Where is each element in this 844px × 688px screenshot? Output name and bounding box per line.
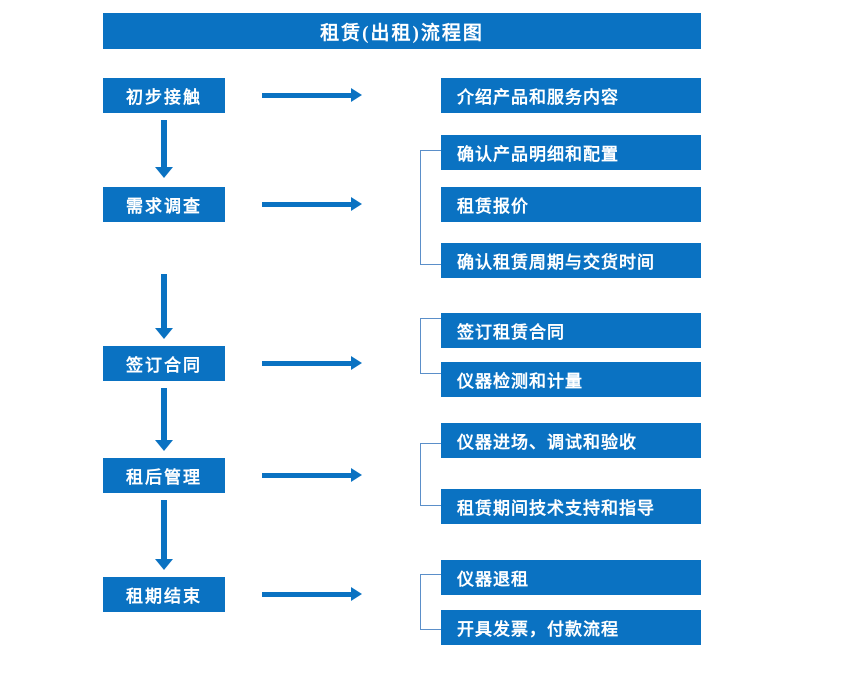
bracket-needs-survey-group	[420, 150, 441, 265]
detail-box-instrument-inspection-metering[interactable]: 仪器检测和计量	[441, 362, 701, 397]
bracket-sign-contract-group	[420, 318, 441, 374]
detail-box-confirm-rental-period-delivery[interactable]: 确认租赁周期与交货时间	[441, 243, 701, 278]
stage-box-post-rental-management[interactable]: 租后管理	[103, 458, 225, 493]
detail-box-confirm-product-spec[interactable]: 确认产品明细和配置	[441, 135, 701, 170]
stage-box-sign-contract[interactable]: 签订合同	[103, 346, 225, 381]
detail-box-technical-support-during-rental[interactable]: 租赁期间技术支持和指导	[441, 489, 701, 524]
detail-box-sign-rental-contract[interactable]: 签订租赁合同	[441, 313, 701, 348]
detail-box-introduce-products-services[interactable]: 介绍产品和服务内容	[441, 78, 701, 113]
horizontal-arrow-sign-contract	[262, 356, 362, 370]
stage-box-needs-survey[interactable]: 需求调查	[103, 187, 225, 222]
bracket-lease-end-group	[420, 574, 441, 630]
horizontal-arrow-needs-survey	[262, 197, 362, 211]
vertical-arrow-management-to-lease-end	[155, 500, 173, 570]
detail-box-invoice-payment-process[interactable]: 开具发票，付款流程	[441, 610, 701, 645]
horizontal-arrow-post-rental-management	[262, 468, 362, 482]
stage-box-lease-end[interactable]: 租期结束	[103, 577, 225, 612]
horizontal-arrow-lease-end	[262, 587, 362, 601]
diagram-title-banner: 租赁(出租)流程图	[103, 13, 701, 49]
vertical-arrow-contract-to-management	[155, 388, 173, 451]
stage-box-initial-contact[interactable]: 初步接触	[103, 78, 225, 113]
horizontal-arrow-initial-contact	[262, 88, 362, 102]
detail-box-instrument-return[interactable]: 仪器退租	[441, 560, 701, 595]
vertical-arrow-survey-to-contract	[155, 274, 173, 339]
detail-box-rental-quotation[interactable]: 租赁报价	[441, 187, 701, 222]
vertical-arrow-contact-to-survey	[155, 120, 173, 178]
bracket-post-rental-group	[420, 443, 441, 506]
detail-box-instrument-entry-commission-acceptance[interactable]: 仪器进场、调试和验收	[441, 423, 701, 458]
